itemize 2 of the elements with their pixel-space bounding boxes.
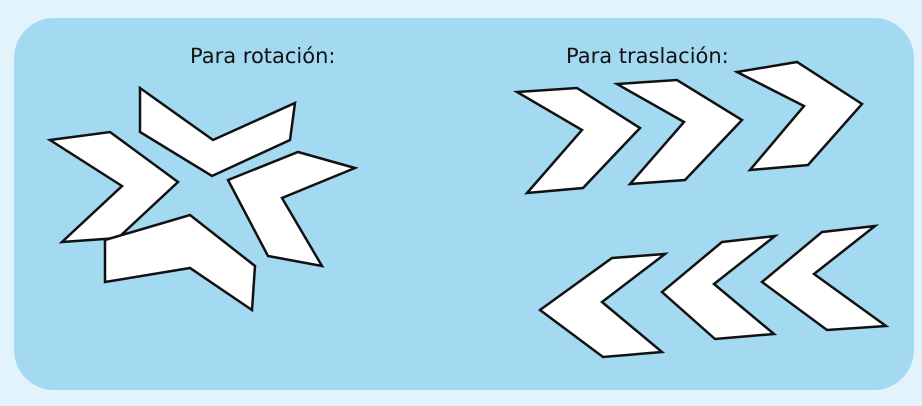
caption-text: Para rotación: bbox=[190, 44, 336, 68]
caption-text: Para traslación: bbox=[566, 44, 729, 68]
